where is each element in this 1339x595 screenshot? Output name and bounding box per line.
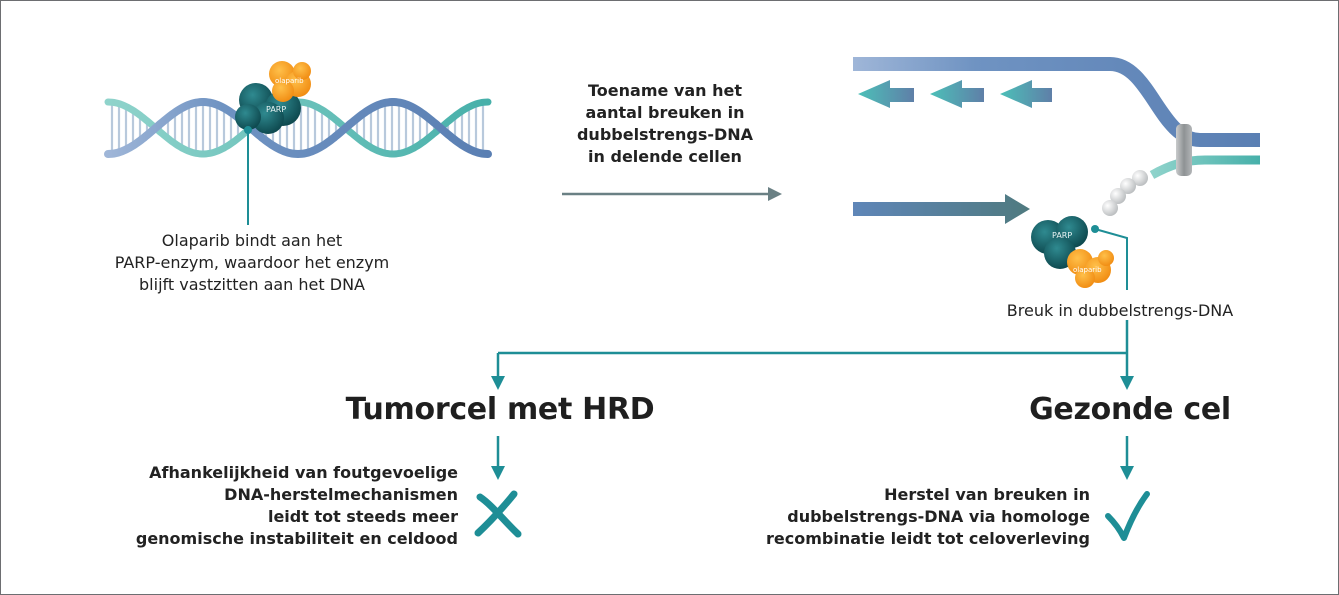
arrow-to-tumor: [491, 376, 505, 390]
tumor-outcome-line: leidt tot steeds meer: [267, 507, 458, 526]
healthy-outcome-text: Herstel van breuken in dubbelstrengs-DNA…: [700, 484, 1090, 550]
leftward-arrows: [858, 80, 1052, 108]
tumor-outcome-arrow: [491, 436, 505, 480]
rightward-arrow: [853, 194, 1030, 224]
branch-connector: [496, 320, 1129, 376]
left-caption-line: PARP-enzym, waardoor het enzym: [114, 253, 390, 272]
middle-caption-line: in delende cellen: [588, 147, 742, 166]
dna-strand-blue: [104, 98, 492, 159]
middle-caption: Toename van het aantal breuken in dubbel…: [545, 80, 785, 168]
middle-caption-line: Toename van het: [588, 81, 742, 100]
parp-label-right: PARP: [1052, 231, 1072, 240]
sliding-clamp: [1176, 124, 1192, 176]
upper-strand-teal: [1149, 155, 1260, 179]
parp-olaparib-complex-left: PARP olaparib: [235, 61, 311, 134]
olaparib-molecule-lobe: [272, 80, 294, 102]
cross-icon: [474, 490, 522, 538]
healthy-outcome-line: Herstel van breuken in: [884, 485, 1090, 504]
parp-label-left: PARP: [266, 105, 286, 114]
parp-olaparib-complex-right: PARP olaparib: [1031, 216, 1114, 288]
healthy-outcome-line: dubbelstrengs-DNA via homologe: [787, 507, 1090, 526]
olaparib-label-left: olaparib: [275, 77, 304, 85]
parp-enzyme-lobe: [252, 102, 284, 134]
left-callout-pointer: [244, 126, 252, 225]
repair-beads: [1102, 170, 1148, 216]
olaparib-molecule-lobe: [1075, 268, 1095, 288]
olaparib-molecule-lobe: [293, 62, 311, 80]
olaparib-label-right: olaparib: [1073, 266, 1102, 274]
break-callout-pointer: [1091, 225, 1128, 290]
tumor-heading: Tumorcel met HRD: [345, 392, 655, 427]
check-icon: [1105, 491, 1150, 541]
progress-arrow: [562, 187, 782, 201]
arrow-to-healthy: [1120, 376, 1134, 390]
middle-caption-line: dubbelstrengs-DNA: [576, 125, 754, 144]
middle-caption-line: aantal breuken in: [585, 103, 745, 122]
upper-strand-blue: [853, 57, 1260, 147]
tumor-outcome-line: Afhankelijkheid van foutgevoelige: [149, 463, 458, 482]
healthy-outcome-arrow: [1120, 436, 1134, 480]
tumor-outcome-line: DNA-herstelmechanismen: [224, 485, 458, 504]
left-caption-line: Olaparib bindt aan het: [161, 231, 343, 250]
healthy-heading: Gezonde cel: [1029, 392, 1231, 427]
left-caption: Olaparib bindt aan het PARP-enzym, waard…: [82, 230, 422, 296]
break-caption: Breuk in dubbelstrengs-DNA: [1006, 301, 1234, 320]
tumor-outcome-line: genomische instabiliteit en celdood: [135, 529, 458, 548]
healthy-outcome-line: recombinatie leidt tot celoverleving: [766, 529, 1090, 548]
dna-replication-fork: [853, 57, 1260, 243]
tumor-outcome-text: Afhankelijkheid van foutgevoelige DNA-he…: [80, 462, 458, 550]
left-caption-line: blijft vastzitten aan het DNA: [139, 275, 365, 294]
parp-enzyme-lobe: [235, 104, 261, 130]
olaparib-molecule-lobe: [1098, 250, 1114, 266]
